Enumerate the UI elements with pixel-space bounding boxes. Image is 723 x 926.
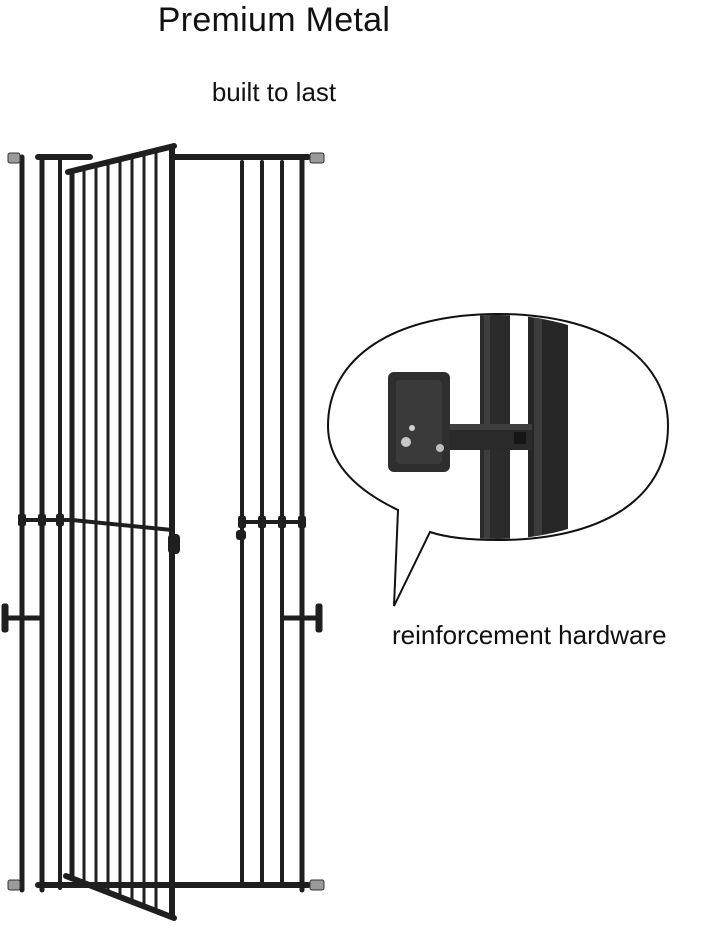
wall-mount-plate-left	[1, 603, 9, 633]
rail-connector	[236, 530, 246, 540]
closeup-screw	[436, 444, 444, 452]
closeup-screw	[409, 425, 415, 431]
bolt-top-right	[309, 152, 325, 164]
side-wall-mounts	[1, 603, 323, 633]
rail-connector	[18, 514, 26, 526]
bolt-bottom-right	[309, 879, 325, 891]
rail-connector	[38, 514, 46, 526]
door-mid-rail	[70, 518, 174, 532]
rail-connectors	[18, 514, 306, 540]
bolt-bottom-left	[7, 879, 21, 891]
rail-connector	[258, 516, 266, 528]
page-title: Premium Metal	[157, 1, 391, 39]
rail-connector	[56, 514, 64, 526]
callout-label: reinforcement hardware	[392, 620, 667, 650]
rail-connector	[278, 516, 286, 528]
latch-handle	[168, 534, 180, 554]
page-subtitle: built to last	[211, 77, 337, 107]
hardware-closeup	[388, 315, 568, 539]
rail-connector	[298, 516, 306, 528]
rail-connector	[238, 516, 246, 528]
pressure-bolts	[7, 152, 325, 891]
gate-door-open	[63, 143, 177, 921]
callout-bubble	[326, 312, 670, 607]
wall-mount-plate-right	[315, 603, 323, 633]
closeup-screw	[401, 437, 411, 447]
bolt-top-left	[7, 152, 21, 164]
